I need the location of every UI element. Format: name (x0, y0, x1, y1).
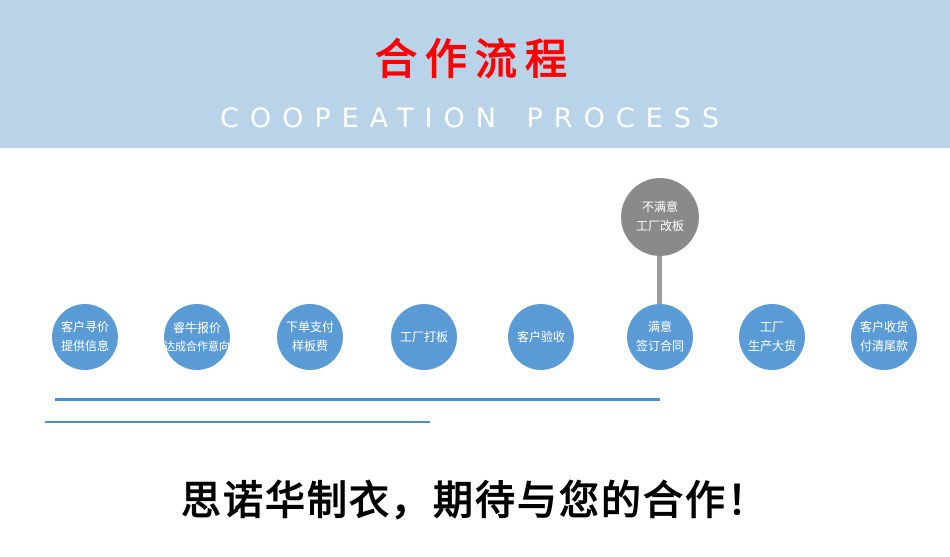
banner: 合作流程 COOPEATION PROCESS (0, 0, 950, 148)
step-label-line1: 工厂打板 (399, 329, 448, 344)
decorative-line-short (45, 421, 430, 423)
decorative-line-long (55, 398, 660, 401)
step-factory-sample: 工厂打板 (391, 304, 457, 370)
step-customer-acceptance: 客户验收 (508, 304, 574, 370)
step-label-line2: 提供信息 (60, 339, 109, 353)
step-label-line1: 满意 (647, 320, 672, 335)
banner-title: 合作流程 (374, 35, 575, 84)
step-label-line1: 不满意 (641, 199, 678, 214)
step-factory-bulk-production: 工厂 生产大货 (739, 304, 805, 370)
step-label-line2: 签订合同 (635, 339, 684, 353)
step-label-line1: 客户验收 (516, 329, 565, 344)
step-label-line1: 工厂 (759, 320, 784, 335)
step-label-line1: 客户寻价 (60, 320, 109, 335)
step-label-line1: 客户收货 (859, 320, 908, 335)
step-label-line2: 工厂改板 (635, 219, 684, 233)
step-label-line2: 样板费 (291, 339, 328, 353)
footer-slogan: 思诺华制衣，期待与您的合作！ (181, 478, 769, 524)
step-dissatisfied-revise: 不满意 工厂改板 (621, 178, 699, 256)
step-label-line1: 下单支付 (285, 320, 334, 335)
alt-branch-connector-line (657, 255, 662, 305)
step-label-line2: 付清尾款 (859, 339, 908, 353)
step-label-line2: 生产大货 (747, 339, 796, 353)
step-receive-goods-pay-balance: 客户收货 付清尾款 (851, 304, 917, 370)
step-order-sample-fee: 下单支付 样板费 (277, 304, 343, 370)
step-label-line1: 睿牛报价 (172, 321, 221, 336)
step-satisfied-sign-contract: 满意 签订合同 (627, 304, 693, 370)
step-customer-inquiry: 客户寻价 提供信息 (52, 304, 118, 370)
step-label-line2: 达成合作意向 (164, 339, 230, 353)
banner-subtitle: COOPEATION PROCESS (219, 103, 731, 134)
step-quote-agreement: 睿牛报价 达成合作意向 (164, 304, 230, 370)
